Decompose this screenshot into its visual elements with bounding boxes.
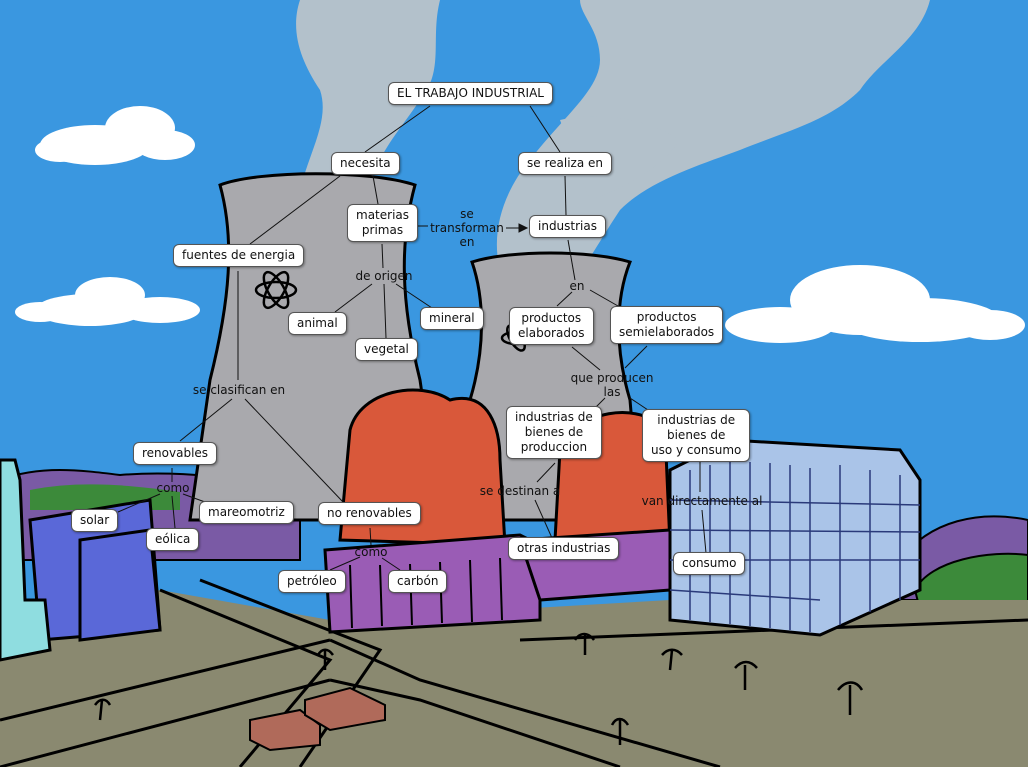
node-industrias-bienes-produccion[interactable]: industrias de bienes de produccion — [506, 406, 602, 459]
node-petroleo[interactable]: petróleo — [278, 570, 346, 593]
link-en: en — [570, 279, 585, 293]
node-no-renovables[interactable]: no renovables — [318, 502, 421, 525]
node-consumo[interactable]: consumo — [673, 552, 745, 575]
node-carbon[interactable]: carbón — [388, 570, 447, 593]
node-renovables[interactable]: renovables — [133, 442, 217, 465]
node-industrias-bienes-uso-consumo[interactable]: industrias de bienes de uso y consumo — [642, 409, 750, 462]
link-van-directamente-al: van directamente al — [642, 494, 763, 508]
node-mineral[interactable]: mineral — [420, 307, 484, 330]
node-necesita[interactable]: necesita — [331, 152, 400, 175]
node-se-realiza-en[interactable]: se realiza en — [518, 152, 612, 175]
node-productos-elaborados[interactable]: productos elaborados — [509, 307, 594, 345]
node-otras-industrias[interactable]: otras industrias — [508, 537, 619, 560]
link-que-producen-las: que producen las — [571, 371, 654, 399]
link-se-clasifican-en: se clasifican en — [193, 383, 285, 397]
node-el-trabajo-industrial[interactable]: EL TRABAJO INDUSTRIAL — [388, 82, 553, 105]
node-mareomotriz[interactable]: mareomotriz — [199, 501, 294, 524]
link-se-transforman-en: se transforman en — [430, 207, 504, 249]
node-productos-semielaborados[interactable]: productos semielaborados — [610, 306, 723, 344]
link-de-origen: de origen — [355, 269, 412, 283]
node-vegetal[interactable]: vegetal — [355, 338, 418, 361]
node-fuentes-de-energia[interactable]: fuentes de energia — [173, 244, 304, 267]
link-como-renovables: como — [157, 481, 190, 495]
node-solar[interactable]: solar — [71, 509, 118, 532]
link-como-no-renovables: como — [355, 545, 388, 559]
node-industrias[interactable]: industrias — [529, 215, 606, 238]
node-eolica[interactable]: eólica — [146, 528, 199, 551]
node-animal[interactable]: animal — [288, 312, 347, 335]
link-se-destinan-a: se destinan a — [480, 484, 560, 498]
node-materias-primas[interactable]: materias primas — [347, 204, 418, 242]
